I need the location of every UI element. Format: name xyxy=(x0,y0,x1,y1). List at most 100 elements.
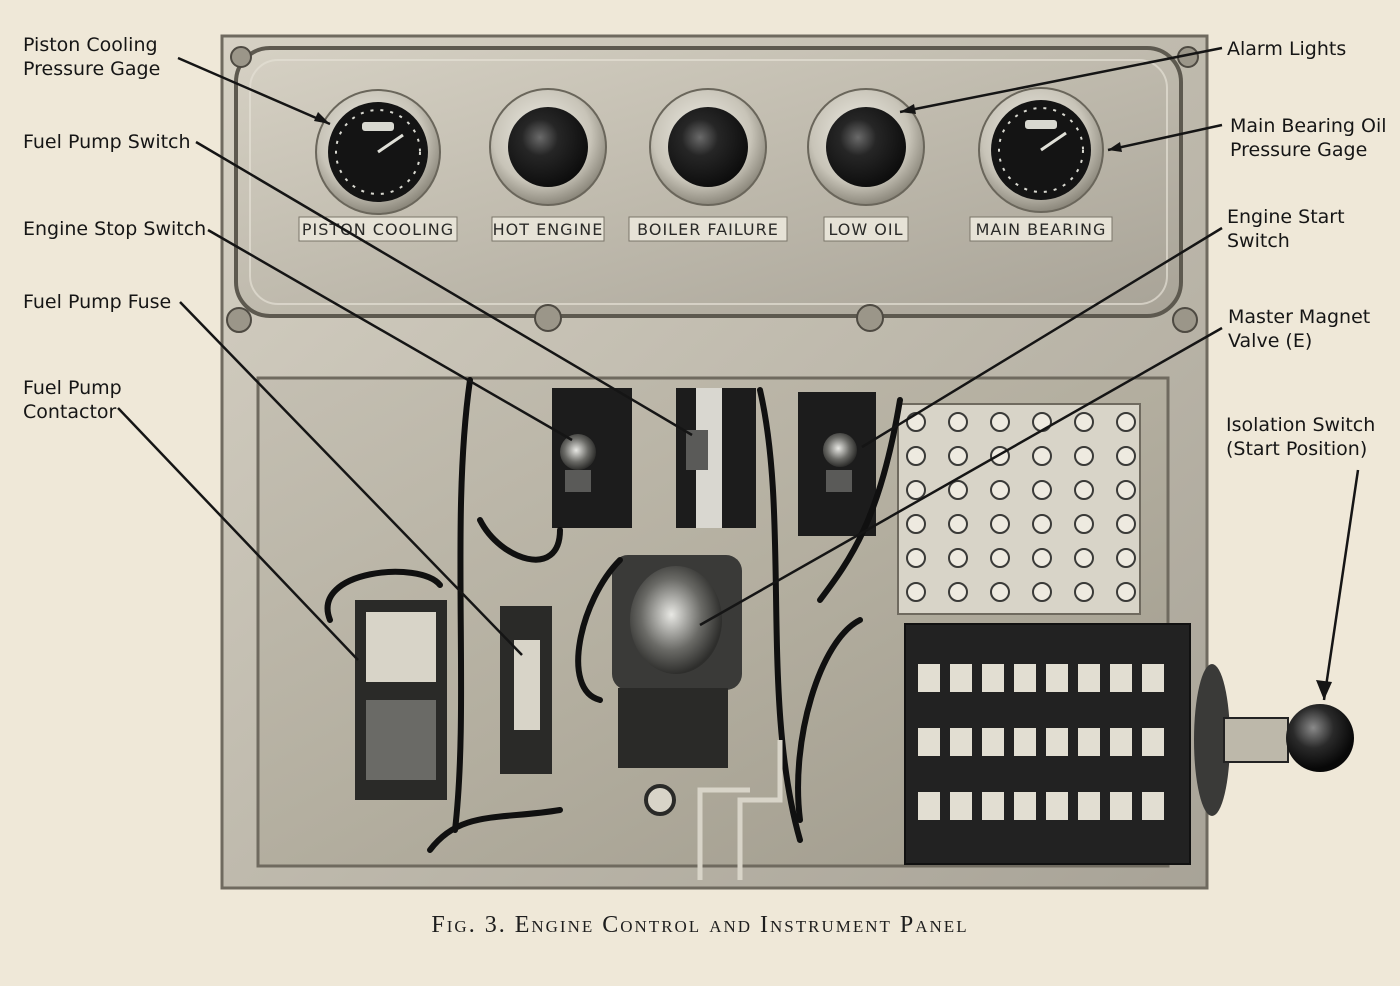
terminal-stud xyxy=(906,548,926,568)
terminal-stud xyxy=(1074,548,1094,568)
callout-line: (Start Position) xyxy=(1226,438,1368,460)
callout-line: Fuel Pump xyxy=(23,377,122,399)
fuel-pump-switch xyxy=(676,388,756,528)
terminal-stud xyxy=(1032,548,1052,568)
dial-label: MAIN BEARING xyxy=(976,220,1107,239)
isolation-switch-knob xyxy=(1286,704,1354,772)
callout-fuel-pump-switch: Fuel Pump Switch xyxy=(23,130,191,154)
terminal-stud xyxy=(1074,412,1094,432)
terminal-stud xyxy=(1032,446,1052,466)
dial-label: HOT ENGINE xyxy=(493,220,604,239)
terminal-stud xyxy=(948,412,968,432)
fuel-pump-fuse xyxy=(500,606,552,774)
terminal-stud xyxy=(948,480,968,500)
main-bearing-gauge xyxy=(978,87,1104,213)
drum-contact xyxy=(1142,664,1164,692)
bolts xyxy=(226,46,1199,333)
terminal-stud xyxy=(990,480,1010,500)
drum-contact xyxy=(1014,728,1036,756)
wiring xyxy=(324,377,903,853)
terminal-stud xyxy=(1074,582,1094,602)
boiler-failure-light xyxy=(649,88,767,206)
terminal-stud xyxy=(990,582,1010,602)
fuel-pump-contactor xyxy=(355,600,447,800)
terminal-stud xyxy=(948,446,968,466)
callout-line: Engine Stop Switch xyxy=(23,218,207,240)
terminal-stud xyxy=(906,514,926,534)
callout-isolation-switch: Isolation Switch (Start Position) xyxy=(1226,413,1375,461)
callout-engine-start-switch: Engine Start Switch xyxy=(1227,205,1345,253)
drum-contact xyxy=(1046,728,1068,756)
callout-line: Isolation Switch xyxy=(1226,414,1376,436)
callout-main-bearing-gauge: Main Bearing Oil Pressure Gage xyxy=(1230,114,1387,162)
drum-contact xyxy=(950,792,972,820)
callout-master-magnet-valve: Master Magnet Valve (E) xyxy=(1228,305,1370,353)
fuel-lines xyxy=(697,740,783,880)
drum-contact xyxy=(1014,792,1036,820)
callout-engine-stop-switch: Engine Stop Switch xyxy=(23,217,206,241)
dial-label: PISTON COOLING xyxy=(302,220,454,239)
terminal-stud xyxy=(1116,582,1136,602)
leader-lines xyxy=(117,46,1360,701)
drum-contact xyxy=(1078,792,1100,820)
drum-contact xyxy=(918,792,940,820)
callout-line: Switch xyxy=(1227,230,1290,252)
drum-contact xyxy=(1046,792,1068,820)
terminal-stud xyxy=(990,412,1010,432)
callout-piston-cooling-gauge: Piston Cooling Pressure Gage xyxy=(23,33,160,81)
drum-contact xyxy=(1014,664,1036,692)
terminal-stud xyxy=(948,514,968,534)
terminal-stud xyxy=(1116,412,1136,432)
terminal-block xyxy=(897,403,1141,615)
figure-caption: Fig. 3. Engine Control and Instrument Pa… xyxy=(431,912,969,938)
drum-contact xyxy=(1110,728,1132,756)
terminal-stud xyxy=(1032,582,1052,602)
terminal-stud xyxy=(1116,548,1136,568)
terminal-stud xyxy=(1074,514,1094,534)
terminal-stud xyxy=(1032,514,1052,534)
callout-fuel-pump-fuse: Fuel Pump Fuse xyxy=(23,290,171,314)
drum-contact xyxy=(1142,792,1164,820)
drum-contact xyxy=(918,664,940,692)
drum-contact xyxy=(950,664,972,692)
terminal-stud xyxy=(1032,412,1052,432)
callout-line: Fuel Pump Switch xyxy=(23,131,191,153)
piston-cooling-gauge xyxy=(315,89,441,215)
terminal-stud xyxy=(948,548,968,568)
dial-name-plate xyxy=(491,216,605,242)
master-magnet-valve xyxy=(612,555,742,816)
callout-line: Valve (E) xyxy=(1228,330,1313,352)
dial-name-plate xyxy=(823,216,909,242)
terminal-stud xyxy=(990,514,1010,534)
terminal-stud xyxy=(906,582,926,602)
engine-start-switch xyxy=(798,392,876,536)
drum-contact xyxy=(1110,664,1132,692)
dial-name-plate xyxy=(628,216,788,242)
terminal-stud xyxy=(1116,446,1136,466)
drum-contact xyxy=(1046,664,1068,692)
drum-contact xyxy=(1078,664,1100,692)
dial-label: LOW OIL xyxy=(828,220,903,239)
arrowheads xyxy=(314,104,1332,700)
terminal-stud xyxy=(1032,480,1052,500)
terminal-stud xyxy=(1116,514,1136,534)
drum-contact xyxy=(982,664,1004,692)
callout-line: Pressure Gage xyxy=(1230,139,1368,161)
callout-line: Alarm Lights xyxy=(1227,38,1347,60)
callout-line: Master Magnet xyxy=(1228,306,1371,328)
engine-stop-switch xyxy=(552,388,632,528)
drum-contact xyxy=(982,792,1004,820)
drum-contact xyxy=(982,728,1004,756)
terminal-stud xyxy=(906,412,926,432)
terminal-stud xyxy=(1074,480,1094,500)
drum-contact xyxy=(1142,728,1164,756)
drum-contact xyxy=(918,728,940,756)
callout-fuel-pump-contactor: Fuel Pump Contactor xyxy=(23,376,122,424)
terminal-stud xyxy=(948,582,968,602)
callout-line: Contactor xyxy=(23,401,117,423)
dial-name-plate xyxy=(298,216,458,242)
drum-contact xyxy=(1110,792,1132,820)
